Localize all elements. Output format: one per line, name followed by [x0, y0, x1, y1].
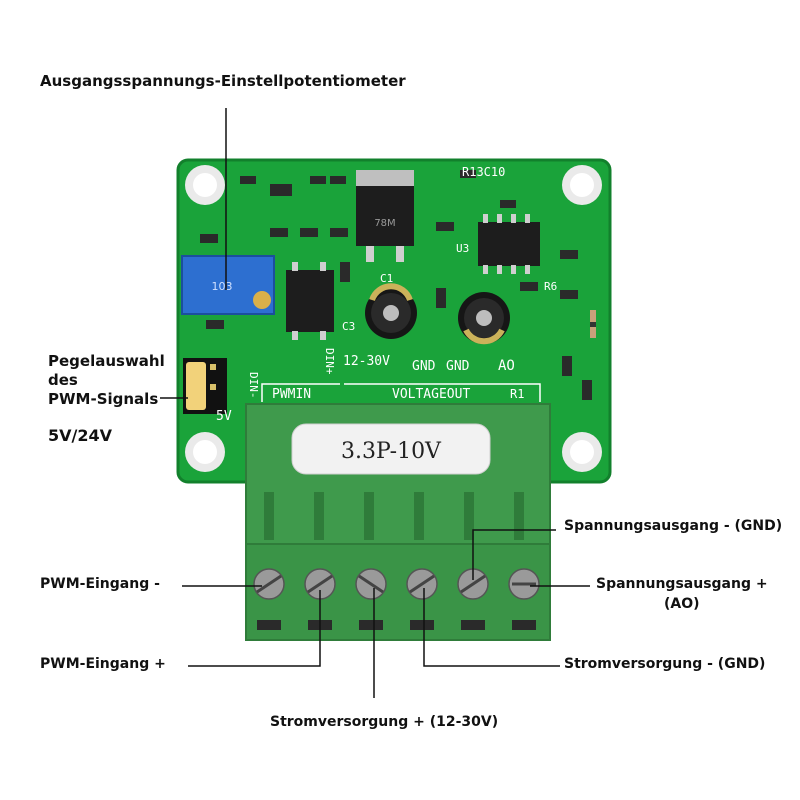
leader-pwm-in-plus [188, 590, 321, 667]
label-power-plus: Stromversorgung + (12-30V) [270, 714, 499, 730]
silk-5v: 5V [216, 409, 232, 424]
silk-pwmin: PWMIN [272, 387, 311, 402]
silk-din-plus: DIN+ [323, 348, 336, 375]
label-pwm-select-line2: des [48, 371, 78, 389]
pcb-board: 78M [176, 158, 612, 484]
screw-3 [355, 568, 387, 600]
silk-c3: C3 [342, 320, 355, 333]
range-label-sticker: 3.3P-10V [291, 423, 491, 475]
terminal-ridges [264, 492, 524, 540]
label-pwm-select-line3: PWM-Signals [48, 390, 159, 408]
silk-c1: C1 [380, 272, 393, 285]
leader-power-gnd [423, 588, 560, 667]
mounting-hole-tr [562, 165, 602, 205]
screw-4 [406, 568, 438, 600]
screw-terminal-block: 3.3P-10V [245, 403, 551, 641]
silk-voltageout: VOLTAGEOUT [392, 387, 470, 402]
label-power-gnd: Stromversorgung - (GND) [564, 656, 766, 672]
range-label: 3.3P-10V [341, 439, 442, 464]
mounting-hole-bl [185, 432, 225, 472]
label-vout-plus-line1: Spannungsausgang + [596, 576, 768, 592]
leader-vout-gnd [472, 529, 556, 580]
ic-chip-u3 [478, 214, 540, 274]
label-pwm-in-plus: PWM-Eingang + [40, 656, 166, 672]
silk-r1: R1 [510, 387, 524, 401]
capacitor-c1 [458, 292, 510, 345]
silkscreen-outline [261, 383, 541, 402]
label-pwm-in-minus: PWM-Eingang - [40, 576, 160, 592]
mounting-hole-br [562, 432, 602, 472]
label-pwm-select-line1: Pegelauswahl [48, 352, 165, 370]
regulator-marking: 78M [374, 218, 395, 229]
trim-potentiometer: 103 [181, 255, 275, 315]
voltage-regulator: 78M [356, 170, 414, 262]
silk-12-30v: 12-30V [343, 354, 390, 369]
silkscreen: PWMIN VOLTAGEOUT 12-30V GND GND AO 5V R1… [216, 165, 557, 424]
leader-lines [160, 108, 590, 698]
optocoupler [286, 262, 334, 340]
label-vout-gnd: Spannungsausgang - (GND) [564, 518, 783, 534]
mounting-hole-tl [185, 165, 225, 205]
screw-5 [457, 568, 489, 600]
capacitor-c3 [365, 283, 417, 339]
diode [590, 310, 596, 338]
silk-r13c10: R13C10 [462, 165, 505, 179]
silk-gnd-2: GND [446, 359, 470, 374]
screw-6 [508, 568, 540, 600]
label-vout-plus-line2: (AO) [664, 596, 700, 612]
silk-r6: R6 [544, 280, 557, 293]
label-pwm-levels: 5V/24V [48, 426, 113, 445]
silk-gnd-1: GND [412, 359, 436, 374]
pwm-level-jumper [183, 358, 227, 414]
silk-ao: AO [498, 358, 515, 374]
silk-din-minus: DIN- [247, 372, 260, 399]
silk-u3: U3 [456, 242, 469, 255]
screw-1 [253, 568, 285, 600]
pot-marking: 103 [212, 280, 233, 293]
label-potentiometer: Ausgangsspannungs-Einstellpotentiometer [40, 72, 406, 90]
